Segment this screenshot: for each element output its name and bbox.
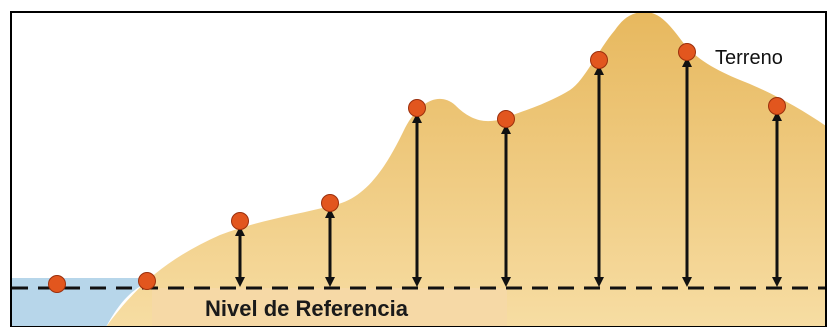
- terrain-label: Terreno: [715, 47, 783, 69]
- survey-point-p3: [231, 212, 249, 230]
- survey-point-p8: [678, 43, 696, 61]
- survey-point-p7: [590, 51, 608, 69]
- diagram-frame: [10, 11, 827, 327]
- reference-level-label: Nivel de Referencia: [205, 296, 409, 321]
- reference-label-band: [152, 288, 507, 327]
- water-body: [12, 278, 150, 327]
- survey-point-p4: [321, 194, 339, 212]
- survey-point-p1: [48, 275, 66, 293]
- survey-point-p2: [138, 272, 156, 290]
- terrain-profile: [106, 12, 826, 327]
- survey-point-p5: [408, 99, 426, 117]
- survey-point-p6: [497, 110, 515, 128]
- survey-point-p9: [768, 97, 786, 115]
